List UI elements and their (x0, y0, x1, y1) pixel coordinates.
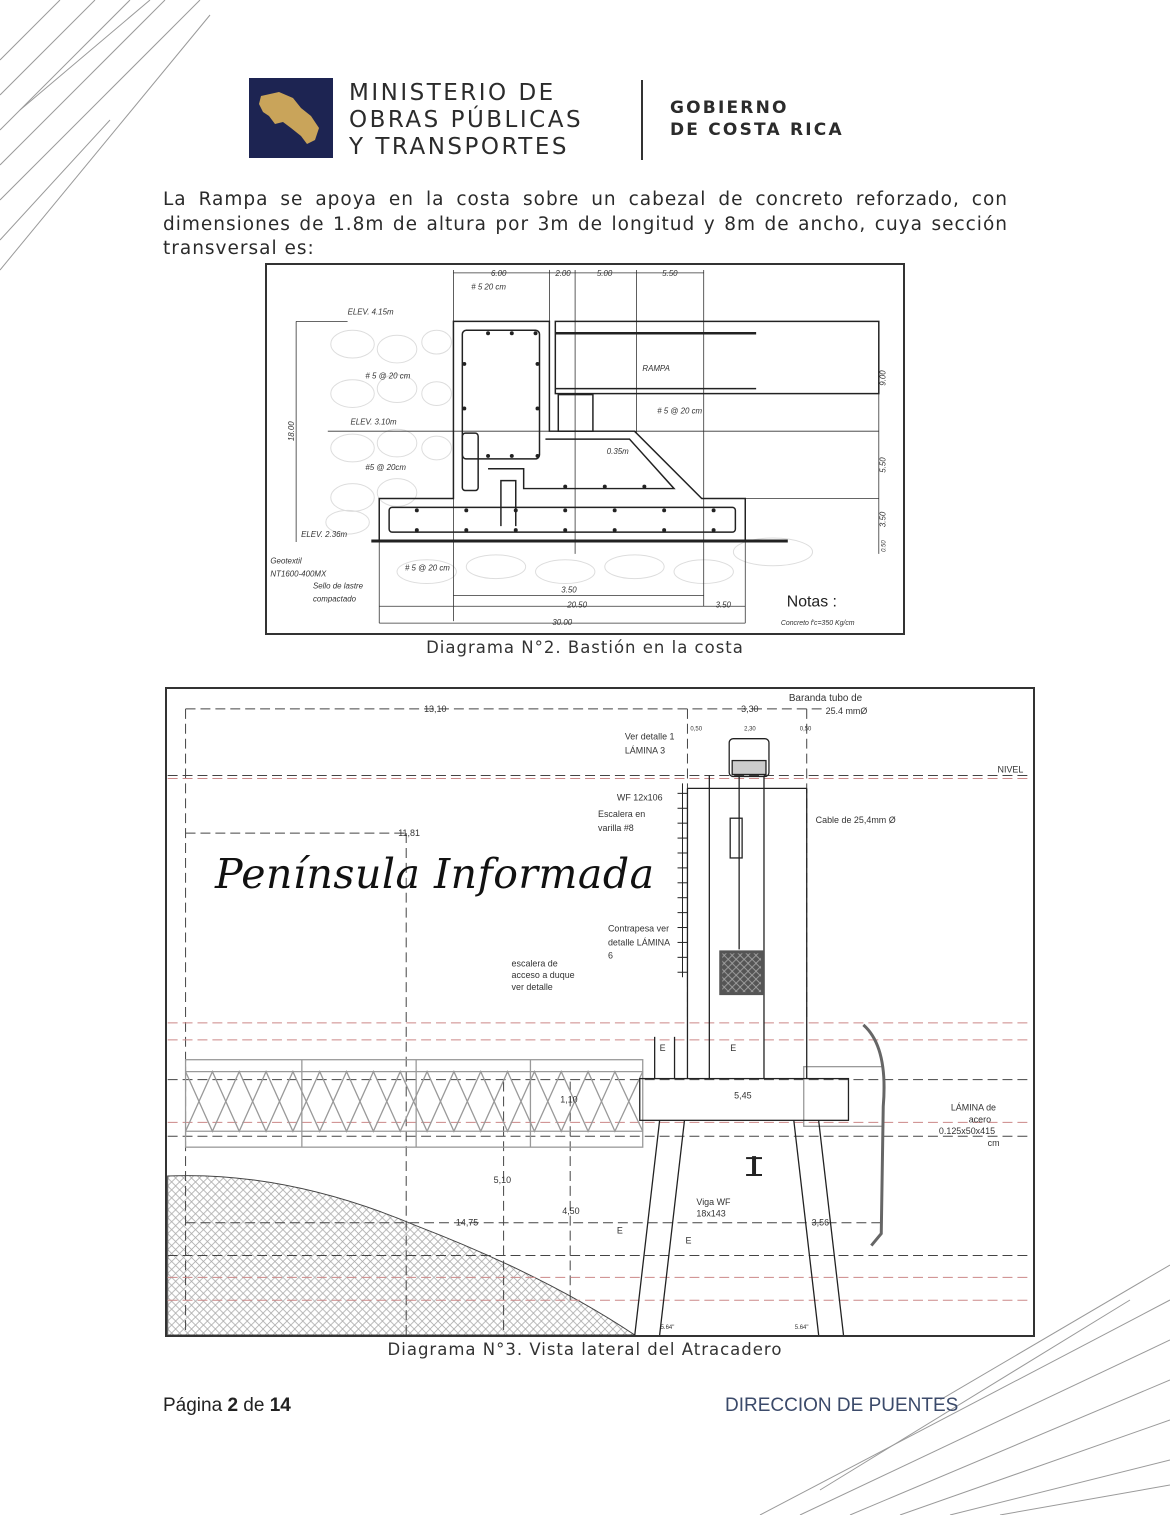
dim-label: 3.50 (561, 585, 577, 594)
dim-label: 3,56 (812, 1218, 829, 1228)
page-prefix: Página (163, 1395, 228, 1416)
sello-label: compactado (313, 594, 357, 603)
watermark: Península Informada (215, 850, 655, 898)
ministry-line: OBRAS PÚBLICAS (349, 107, 584, 133)
rebar-dots (414, 331, 716, 533)
lamina-label: LÁMINA de (951, 1102, 996, 1112)
concrete-section (371, 320, 880, 543)
rebar-label: # 5 @ 20 cm (365, 372, 410, 381)
government-line: DE COSTA RICA (670, 120, 844, 140)
dim-label: 2.00 (554, 269, 571, 278)
counterweight-texture (722, 953, 762, 993)
wf-label: WF 12x106 (617, 792, 663, 802)
dolphin-structure (634, 738, 886, 1335)
dim-label: 11,81 (398, 828, 420, 838)
notas-label: Notas : (787, 593, 837, 610)
costa-rica-map-icon (259, 92, 319, 144)
lamina-label: cm (988, 1138, 1000, 1148)
elevation-label: ELEV. 3.10m (351, 417, 397, 426)
dim-label: 2,30 (744, 727, 756, 733)
dim-label: 5.00 (597, 269, 613, 278)
ministry-line: MINISTERIO DE (349, 80, 556, 106)
dim-label: 1,10 (560, 1094, 577, 1104)
rebar-label: # 5 @ 20 cm (657, 406, 702, 415)
viga-label: 18x143 (696, 1209, 725, 1219)
department-name: DIRECCION DE PUENTES (725, 1395, 959, 1416)
body-paragraph: La Rampa se apoya en la costa sobre un c… (163, 189, 1008, 259)
lamina-label: 0.125x50x415 (939, 1126, 995, 1136)
dim-label: 6.00 (491, 269, 507, 278)
dim-label: 5.64" (661, 1325, 675, 1331)
dim-label: 20.50 (566, 600, 587, 609)
dim-label: 5.64" (795, 1325, 809, 1331)
geotextil-label: Geotextil (270, 557, 301, 566)
rock-fill (325, 329, 814, 585)
ministry-name: MINISTERIO DE OBRAS PÚBLICAS Y TRANSPORT… (349, 80, 583, 161)
section-mark: E (617, 1226, 623, 1236)
dim-label: 9.00 (879, 370, 888, 386)
baranda-label: 25.4 mmØ (826, 706, 868, 716)
section-mark: E (685, 1236, 691, 1246)
viga-label: Viga WF (696, 1197, 731, 1207)
dim-label: 18.00 (287, 421, 296, 441)
dim-label: 4,50 (562, 1206, 579, 1216)
detail-label: LÁMINA 3 (625, 746, 665, 756)
dim-label: 5,45 (734, 1090, 751, 1100)
rebar-label: # 5 @ 20 cm (405, 564, 450, 573)
dim-label: 5.50 (662, 269, 678, 278)
dim-label: 3.50 (716, 600, 732, 609)
geotextil-label: NT1600-400MX (270, 570, 327, 579)
escalera-label: varilla #8 (598, 823, 634, 833)
page-total: 14 (269, 1395, 291, 1416)
dim-label: 13,10 (424, 704, 446, 714)
dim-label: 14,75 (456, 1218, 478, 1228)
diagram-3-caption: Diagrama N°3. Vista lateral del Atracade… (387, 1340, 783, 1359)
detail-label: Ver detalle 1 (625, 732, 675, 742)
lamina-label: acero (969, 1114, 991, 1124)
concrete-note: Concreto f'c=350 Kg/cm (781, 620, 855, 627)
contrapesa-label: detalle LÁMINA (608, 937, 670, 947)
section-mark: E (730, 1043, 736, 1053)
thickness-label: 0.35m (607, 447, 629, 456)
diagram-2-caption: Diagrama N°2. Bastión en la costa (426, 638, 744, 657)
rampa-label: RAMPA (642, 364, 670, 373)
government-name: GOBIERNO DE COSTA RICA (670, 97, 844, 141)
mopt-logo (249, 78, 333, 158)
acceso-label: acceso a duque (512, 970, 575, 980)
cable-label: Cable de 25,4mm Ø (816, 815, 896, 825)
page-number: Página 2 de 14 (163, 1395, 291, 1417)
dim-label: 5.50 (879, 457, 888, 473)
dim-label: 5,10 (494, 1175, 511, 1185)
baranda-label: Baranda tubo de (789, 693, 863, 704)
dim-label: 0.50 (882, 540, 888, 552)
nivel-label: NIVEL (998, 764, 1024, 774)
dim-label: 0,50 (690, 727, 702, 733)
bastion-drawing: 6.00 2.00 5.00 5.50 # 5 20 cm ELEV. 4.15… (270, 269, 888, 627)
dim-label: 3,30 (741, 704, 758, 714)
dim-label: 0,50 (800, 727, 812, 733)
atracadero-drawing: 13,10 3,30 Baranda tubo de 25.4 mmØ 0,50… (167, 693, 1033, 1335)
page-of: de (238, 1395, 270, 1416)
escalera-label: Escalera en (598, 809, 645, 819)
diagram-3-side-view: 13,10 3,30 Baranda tubo de 25.4 mmØ 0,50… (165, 687, 1035, 1337)
header-divider (641, 80, 643, 160)
elevation-label: ELEV. 4.15m (348, 307, 394, 316)
sello-label: Sello de lastre (313, 581, 364, 590)
ministry-line: Y TRANSPORTES (349, 134, 569, 160)
rebar-label: # 5 20 cm (471, 283, 506, 292)
truss-bridge (184, 1059, 884, 1148)
dim-label: 3.50 (879, 511, 888, 527)
diagram-2-bastion: 6.00 2.00 5.00 5.50 # 5 20 cm ELEV. 4.15… (265, 263, 905, 635)
contrapesa-label: 6 (608, 950, 613, 960)
ladder-rungs (677, 783, 688, 978)
rebar-label: #5 @ 20cm (365, 463, 406, 472)
elevation-label: ELEV. 2.36m (301, 530, 347, 539)
contrapesa-label: Contrapesa ver (608, 923, 669, 933)
government-line: GOBIERNO (670, 98, 789, 118)
acceso-label: escalera de (512, 958, 558, 968)
page-current: 2 (227, 1395, 239, 1416)
dim-label: 30.00 (552, 618, 572, 627)
section-mark: E (660, 1043, 666, 1053)
acceso-label: ver detalle (512, 982, 553, 992)
